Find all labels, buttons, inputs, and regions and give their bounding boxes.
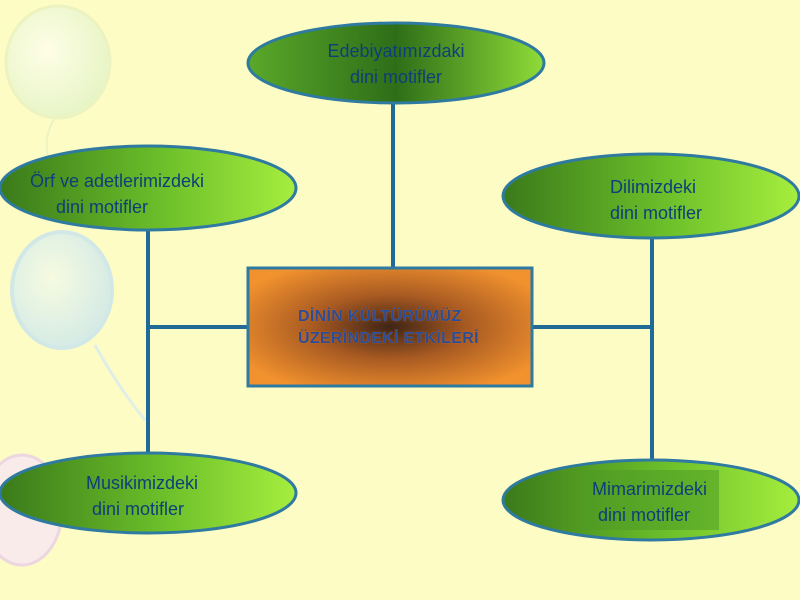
ellipse-edebiyat xyxy=(246,21,546,105)
connectors xyxy=(146,100,654,462)
ellipse-dil xyxy=(501,152,800,240)
node-label-edebiyat: Edebiyatımızdaki dini motifler xyxy=(296,38,496,90)
balloon-shape xyxy=(4,4,112,120)
ellipse-musiki xyxy=(0,451,298,535)
node-label-dil: Dilimizdeki dini motifler xyxy=(580,174,730,226)
ellipse-orf xyxy=(0,144,298,232)
node-label-mimari: Mimarimizdeki dini motifler xyxy=(584,476,724,528)
node-label-line1: Musikimizdeki xyxy=(86,473,199,493)
center-box-label: DİNİN KÜLTÜRÜMÜZ ÜZERİNDEKİ ETKİLERİ xyxy=(298,306,518,350)
node-label-line2: dini motifler xyxy=(349,67,443,87)
balloon-shape xyxy=(10,230,114,350)
node-label-line1: Dilimizdeki xyxy=(610,177,697,197)
node-label-orf: Örf ve adetlerimizdeki dini motifler xyxy=(18,168,218,220)
mimari-label-highlight xyxy=(583,470,719,530)
node-label-line2: dini motifler xyxy=(92,499,185,519)
node-label-musiki: Musikimizdeki dini motifler xyxy=(70,470,230,522)
topic-ellipses xyxy=(0,21,800,542)
center-box xyxy=(246,266,534,388)
node-label-line2: dini motifler xyxy=(598,505,691,525)
balloon-string xyxy=(93,344,147,421)
center-label-line1: DİNİN KÜLTÜRÜMÜZ xyxy=(298,308,462,325)
center-label-line2: ÜZERİNDEKİ ETKİLERİ xyxy=(298,330,479,347)
node-label-line2: dini motifler xyxy=(610,203,703,223)
node-label-line1: Mimarimizdeki xyxy=(592,479,708,499)
node-label-line1: Edebiyatımızdaki xyxy=(327,41,465,61)
node-label-line2: dini motifler xyxy=(56,197,149,217)
node-label-line1: Örf ve adetlerimizdeki xyxy=(30,171,205,191)
